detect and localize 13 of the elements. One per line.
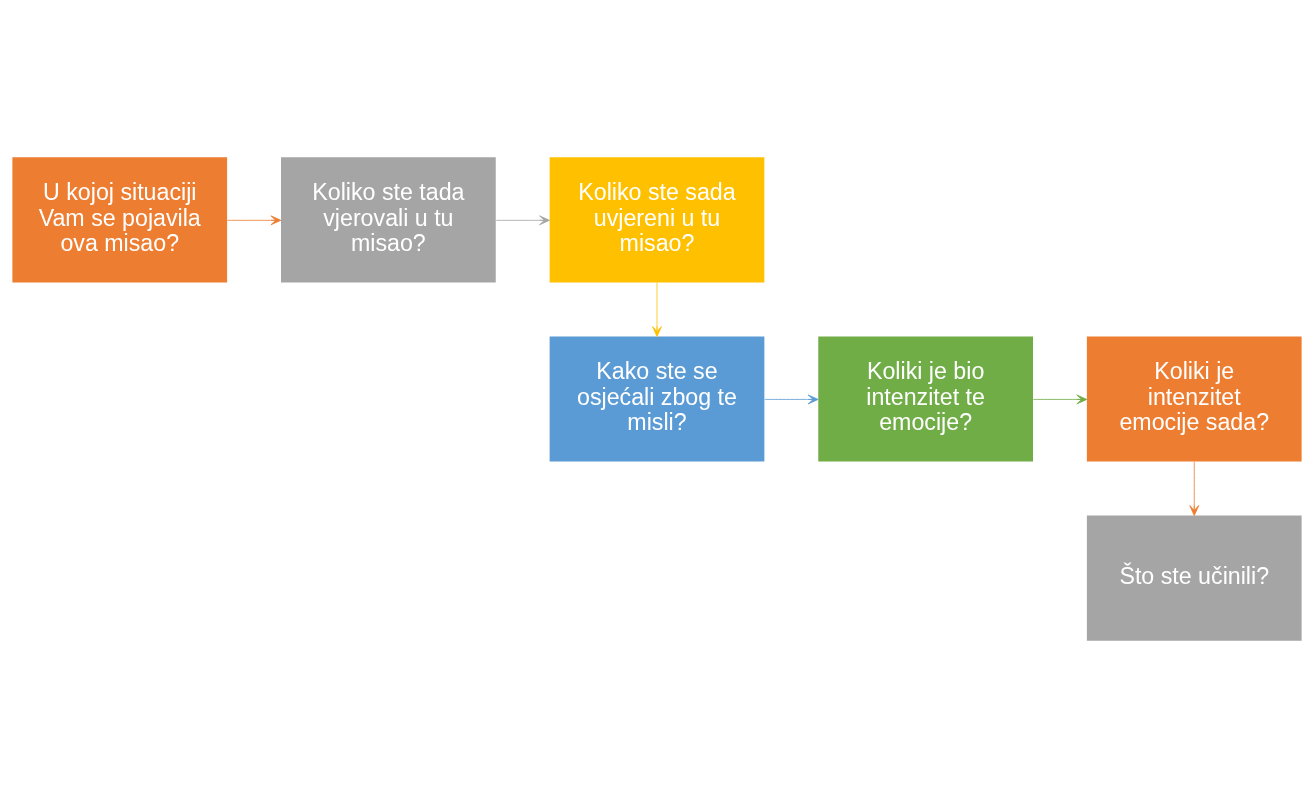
arrow (1189, 461, 1200, 516)
arrow (495, 215, 550, 226)
arrow (227, 215, 282, 226)
node-box: Kako ste se osjećali zbog te misli? (549, 336, 765, 462)
node-box: Koliki je bio intenzitet te emocije? (818, 336, 1033, 462)
node-box: U kojoj situaciji Vam se pojavila ova misao? (12, 157, 228, 283)
node-box: Što ste učinili? (1086, 515, 1302, 641)
arrow (764, 394, 819, 405)
node-box: Koliko ste sada uvjereni u tu misao? (549, 157, 765, 283)
node-box: Koliki je intenzitet emocije sada? (1086, 336, 1302, 462)
arrow (1032, 394, 1088, 405)
arrow (652, 282, 662, 337)
node-box: Koliko ste tada vjerovali u tu misao? (281, 157, 496, 283)
